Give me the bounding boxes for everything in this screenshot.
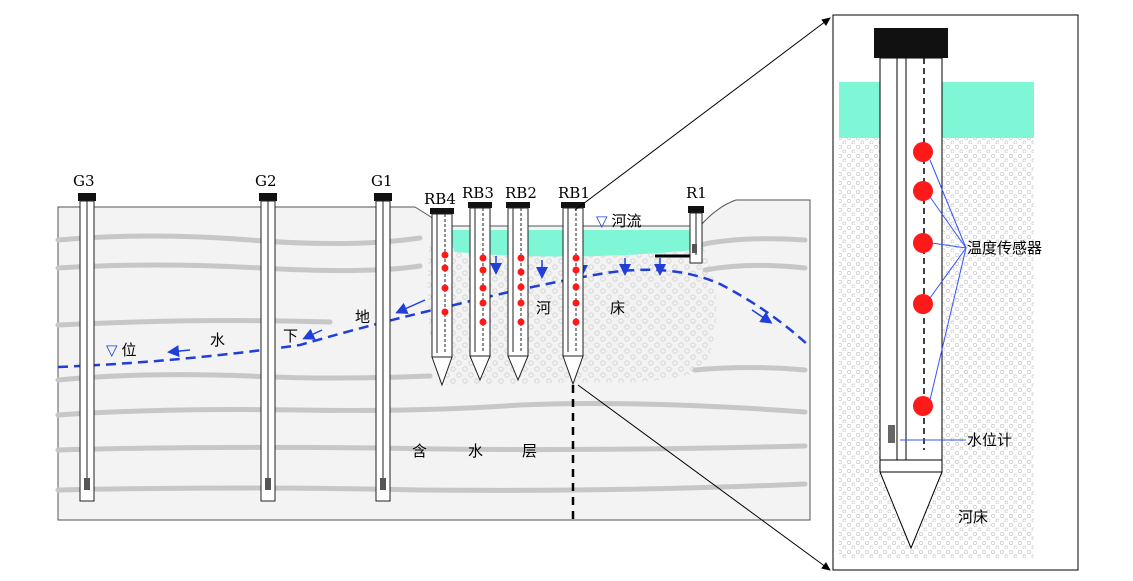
- sensor-dot: [913, 181, 933, 201]
- sensor-dot: [517, 283, 525, 291]
- zoom-line-top: [574, 17, 831, 211]
- well-R1: [688, 206, 704, 264]
- sensor-dot: [517, 318, 525, 326]
- label-G1: G1: [371, 172, 393, 190]
- sensor-dot: [479, 266, 487, 274]
- detail-panel: 温度传感器 水位计 河床: [832, 14, 1079, 571]
- sensor-dot: [572, 299, 580, 307]
- sensor-dot: [913, 233, 933, 253]
- label-RB1: RB1: [558, 184, 590, 202]
- temperature-sensor-label: 温度传感器: [967, 239, 1042, 257]
- sensor-dot: [913, 396, 933, 416]
- temperature-sensors: [913, 142, 933, 416]
- probe-RB4: [430, 208, 454, 387]
- aquifer-label-2: 层: [522, 442, 537, 460]
- label-RB4: RB4: [424, 190, 456, 208]
- sensor-dot: [572, 318, 580, 326]
- river-label-text: 河流: [612, 212, 642, 230]
- detail-probe-tube: [879, 57, 943, 461]
- groundwater-table: [57, 268, 809, 369]
- gw-label-1: 水: [210, 331, 225, 349]
- probe-RB1: [561, 202, 585, 386]
- river-label: ▽河流: [596, 212, 642, 230]
- well-G2: [259, 193, 277, 502]
- sensor-dot: [517, 254, 525, 262]
- sensor-dot: [913, 142, 933, 162]
- sensor-dot: [479, 284, 487, 292]
- well-G1: [374, 193, 392, 502]
- sensor-dot: [441, 284, 449, 292]
- riverbed-labels: 河 床: [536, 299, 625, 317]
- detail-probe-cap: [874, 28, 948, 58]
- gw-label-0: ▽位: [106, 341, 137, 359]
- gw-label-2: 下: [283, 327, 298, 345]
- sensor-dot: [441, 251, 449, 259]
- sensor-dot: [479, 318, 487, 326]
- sensor-dot: [479, 254, 487, 262]
- detail-probe-tip: [879, 471, 943, 550]
- zoom-line-bottom: [577, 384, 831, 571]
- sensor-dot: [517, 268, 525, 276]
- aquifer-label-1: 水: [468, 442, 483, 460]
- riverbed-probes: [430, 202, 585, 387]
- sensor-dot: [479, 299, 487, 307]
- sensor-dot: [441, 308, 449, 316]
- sensor-dot: [913, 294, 933, 314]
- sensor-dot: [572, 266, 580, 274]
- water-level-gauge-label: 水位计: [967, 431, 1012, 449]
- water-level-gauge-icon: [888, 425, 895, 443]
- detail-riverbed-label: 河床: [958, 508, 988, 526]
- label-RB3: RB3: [462, 184, 494, 202]
- sensor-dot: [441, 264, 449, 272]
- riverbed-label-0: 河: [536, 299, 551, 317]
- sensor-dot: [572, 254, 580, 262]
- sensor-dot: [517, 299, 525, 307]
- well-labels: G3 G2 G1 RB4 RB3 RB2 RB1 R1: [73, 172, 707, 208]
- label-RB2: RB2: [505, 184, 537, 202]
- aquifer-label-0: 含: [412, 442, 427, 460]
- aquifer-labels: 含 水 层: [412, 442, 537, 460]
- probe-RB2: [506, 202, 530, 382]
- probe-RB3: [468, 202, 492, 382]
- sensor-leaders: [900, 159, 967, 441]
- label-G3: G3: [73, 172, 95, 190]
- gw-label-3: 地: [355, 308, 370, 326]
- label-R1: R1: [686, 184, 707, 202]
- riverbed-label-1: 床: [610, 299, 625, 317]
- label-G2: G2: [255, 172, 277, 190]
- sensor-dot: [572, 283, 580, 291]
- groundwater-labels: ▽位 水 下 地: [106, 308, 370, 359]
- well-G3: [78, 193, 96, 502]
